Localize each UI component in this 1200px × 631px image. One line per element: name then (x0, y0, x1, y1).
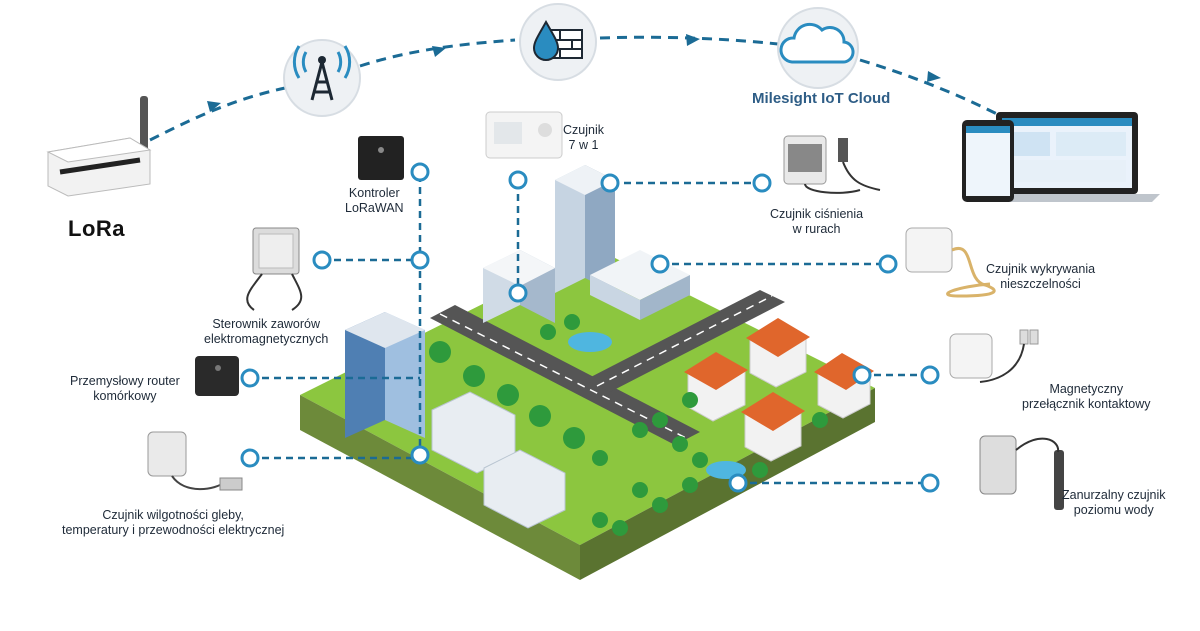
connection-nodes (240, 162, 940, 493)
cloud-icon (777, 7, 859, 89)
label-line: w rurach (792, 222, 841, 236)
label-cellular-router: Przemysłowy router komórkowy (70, 374, 180, 404)
label-sensor-7in1: Czujnik 7 w 1 (563, 123, 604, 153)
label-line: poziomu wody (1073, 503, 1154, 517)
cellular-router-device (195, 356, 239, 396)
lora-logo-text: LoRa (68, 216, 125, 241)
label-line: Magnetyczny (1049, 382, 1124, 396)
lorawan-controller-device (358, 136, 404, 180)
label-line: nieszczelności (1000, 277, 1081, 291)
water-wall-icon (519, 3, 597, 81)
label-line: Przemysłowy router (70, 374, 180, 388)
label-line: komórkowy (93, 389, 157, 403)
water-level-device (979, 435, 1064, 510)
label-valve-controller: Sterownik zaworów elektromagnetycznych (204, 317, 328, 347)
label-line: temperatury i przewodności elektrycznej (62, 523, 285, 537)
label-line: Czujnik wilgotności gleby, (102, 508, 244, 522)
label-line: LoRaWAN (345, 201, 404, 215)
lora-gateway-device (46, 96, 152, 197)
trees (429, 314, 828, 536)
tower-icon (283, 39, 361, 117)
label-pipe-pressure: Czujnik ciśnienia w rurach (770, 207, 863, 237)
label-line: Czujnik (563, 123, 604, 137)
leak-detector-device (905, 227, 996, 298)
label-lorawan-controller: Kontroler LoRaWAN (345, 186, 404, 216)
label-line: 7 w 1 (568, 138, 599, 152)
label-line: Zanurzalny czujnik (1062, 488, 1166, 502)
cloud-label: Milesight IoT Cloud (752, 90, 891, 107)
dashboard-devices (962, 112, 1160, 202)
label-line: Czujnik ciśnienia (770, 207, 864, 221)
label-line: elektromagnetycznych (204, 332, 329, 346)
label-line: Czujnik wykrywania (986, 262, 1096, 276)
label-line: Sterownik zaworów (212, 317, 321, 331)
connection-lines (250, 175, 930, 485)
magnetic-switch-device (949, 329, 1039, 383)
sensor-7in1-device (485, 111, 563, 159)
label-water-level: Zanurzalny czujnik poziomu wody (1062, 488, 1166, 518)
flow-arrowheads (207, 34, 941, 112)
soil-sensor-device (147, 431, 243, 491)
valve-controller-device (246, 227, 303, 311)
label-leak-detector: Czujnik wykrywania nieszczelności (986, 262, 1095, 292)
label-soil-sensor: Czujnik wilgotności gleby, temperatury i… (62, 508, 284, 538)
label-line: Kontroler (348, 186, 400, 200)
label-line: przełącznik kontaktowy (1022, 397, 1151, 411)
pipe-pressure-device (783, 135, 881, 194)
label-magnetic-switch: Magnetyczny przełącznik kontaktowy (1022, 382, 1151, 412)
